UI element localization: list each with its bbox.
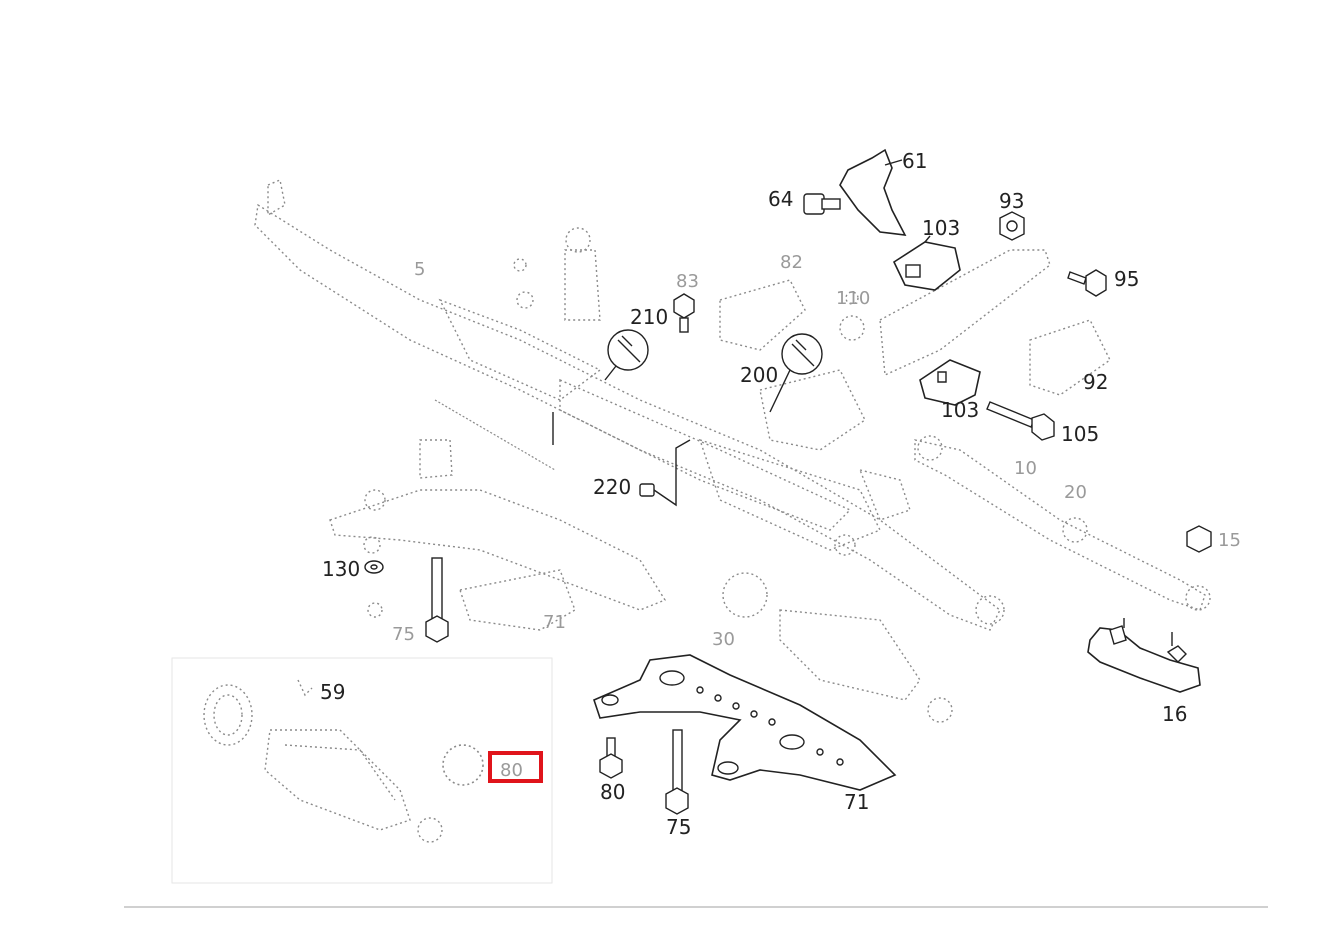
callout-130: 130 — [322, 557, 360, 581]
subframe-71 — [593, 654, 897, 791]
bolt-95 — [1067, 269, 1107, 297]
nut-93 — [999, 211, 1025, 241]
callout-110: 110 — [836, 288, 870, 309]
callout-103-upper: 103 — [922, 216, 960, 240]
callout-5: 5 — [414, 259, 425, 280]
callout-80-highlighted[interactable]: 80 — [500, 760, 523, 781]
wrench-icon — [769, 333, 823, 413]
mount-103-lower — [919, 359, 981, 406]
bolt-105 — [986, 401, 1055, 441]
mount-103-upper — [892, 235, 961, 291]
callout-210: 210 — [630, 305, 668, 329]
callout-75-left: 75 — [392, 624, 415, 645]
bracket-61 — [839, 148, 907, 236]
ball-joint-16 — [1087, 618, 1201, 693]
callout-95: 95 — [1114, 267, 1139, 291]
callout-105: 105 — [1061, 422, 1099, 446]
callout-75: 75 — [666, 815, 691, 839]
callout-20: 20 — [1064, 482, 1087, 503]
bolt-80 — [599, 737, 623, 779]
bolt-75-left — [425, 557, 449, 643]
callout-15: 15 — [1218, 530, 1241, 551]
bolt-75-bottom — [665, 729, 689, 815]
callout-83: 83 — [676, 271, 699, 292]
callout-10: 10 — [1014, 458, 1037, 479]
callout-labels: 61 64 93 103 95 5 83 82 210 110 200 92 1… — [320, 149, 1241, 839]
selection-highlight-box — [488, 751, 543, 783]
bolt-210 — [673, 293, 695, 333]
screw-220 — [639, 439, 691, 507]
callout-220: 220 — [593, 475, 631, 499]
washer-130 — [364, 560, 384, 574]
callout-59: 59 — [320, 680, 345, 704]
callout-80: 80 — [600, 780, 625, 804]
callout-61: 61 — [902, 149, 927, 173]
callout-93: 93 — [999, 189, 1024, 213]
callout-82: 82 — [780, 252, 803, 273]
bolt-64 — [803, 193, 841, 215]
callout-92: 92 — [1083, 370, 1108, 394]
detail-inset — [171, 657, 553, 884]
nut-15 — [1186, 525, 1212, 553]
callout-71-faint: 71 — [543, 612, 566, 633]
wrench-icon — [604, 329, 649, 381]
callout-103-lower: 103 — [941, 398, 979, 422]
callout-200: 200 — [740, 363, 778, 387]
callout-71: 71 — [844, 790, 869, 814]
callout-30: 30 — [712, 629, 735, 650]
callout-64: 64 — [768, 187, 793, 211]
callout-16: 16 — [1162, 702, 1187, 726]
steering-rack-assembly — [254, 179, 1211, 723]
